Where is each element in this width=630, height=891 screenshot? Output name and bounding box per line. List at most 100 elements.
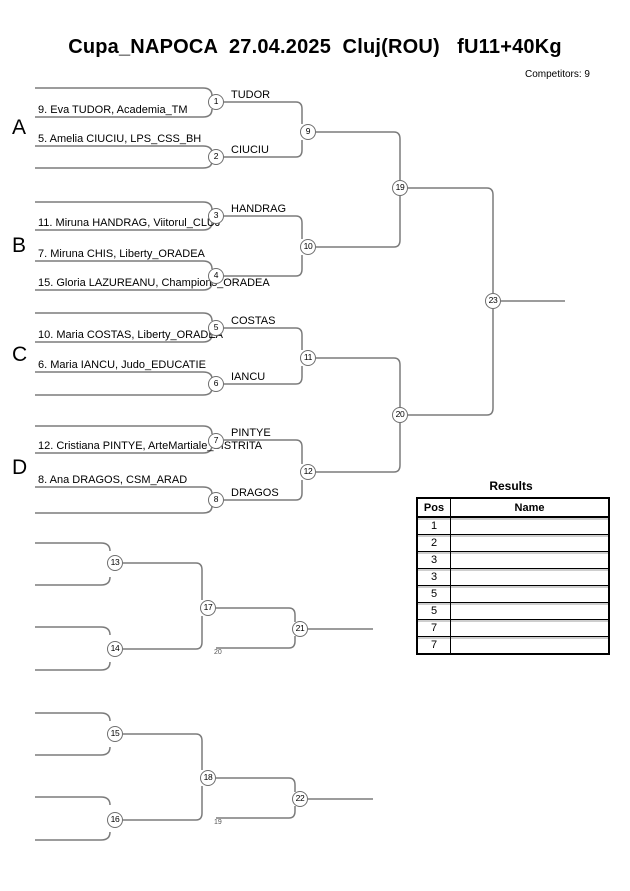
result-pos: 1	[416, 516, 451, 535]
bracket-line	[35, 425, 213, 435]
match-circle: 14	[107, 641, 123, 657]
bracket-line	[35, 661, 111, 671]
result-row: 3	[416, 568, 610, 586]
advancer-label: IANCU	[231, 371, 266, 383]
loser-feed-label: 19	[214, 819, 222, 826]
result-name	[450, 516, 610, 535]
page-title: Cupa_NAPOCA 27.04.2025 Cluj(ROU) fU11+40…	[68, 36, 562, 58]
advancer-label: COSTAS	[231, 315, 276, 327]
bracket-line	[35, 626, 111, 636]
bracket-line	[408, 309, 494, 416]
competitor-label: 5. Amelia CIUCIU, LPS_CSS_BH	[38, 133, 202, 145]
bracket-line	[316, 131, 401, 180]
match-circle: 12	[300, 464, 316, 480]
bracket-line	[224, 439, 303, 464]
match-circle: 22	[292, 791, 308, 807]
result-row: 7	[416, 619, 610, 637]
result-name	[450, 619, 610, 637]
match-circle: 18	[200, 770, 216, 786]
bracket-line	[316, 196, 401, 248]
result-name	[450, 551, 610, 569]
bracket-line	[224, 101, 303, 124]
result-row: 7	[416, 636, 610, 655]
bracket-line	[35, 387, 213, 396]
result-pos: 7	[416, 619, 451, 637]
bracket-line	[216, 777, 296, 792]
bracket-line	[35, 281, 213, 291]
match-circle: 3	[208, 208, 224, 224]
bracket-line	[35, 260, 213, 270]
bracket-line	[35, 87, 213, 97]
match-circle: 10	[300, 239, 316, 255]
results-title: Results	[489, 479, 533, 493]
bracket-line	[35, 108, 213, 118]
results-col-pos: Pos	[416, 497, 451, 518]
result-pos: 3	[416, 551, 451, 569]
competitors-count: Competitors: 9	[524, 69, 590, 80]
bracket-line	[35, 576, 111, 586]
competitor-label: 10. Maria COSTAS, Liberty_ORADEA	[38, 329, 224, 341]
bracket-line	[216, 636, 296, 649]
bracket-line	[35, 486, 213, 495]
result-pos: 5	[416, 585, 451, 603]
results-table: Pos Name 1 2 3 3 5	[416, 497, 610, 655]
bracket-line	[35, 746, 111, 756]
match-circle: 1	[208, 94, 224, 110]
result-name	[450, 585, 610, 603]
result-pos: 5	[416, 602, 451, 620]
bracket-line	[224, 327, 303, 350]
match-circle: 7	[208, 433, 224, 449]
bracket-line	[216, 806, 296, 819]
match-circle: 20	[392, 407, 408, 423]
result-name	[450, 602, 610, 620]
bracket-line	[224, 366, 303, 385]
match-circle: 17	[200, 600, 216, 616]
match-circle: 2	[208, 149, 224, 165]
advancer-label: DRAGOS	[231, 487, 279, 499]
bracket-line	[123, 733, 203, 770]
result-row: 5	[416, 602, 610, 620]
bracket-line	[35, 160, 213, 169]
results-header-row: Pos Name	[416, 497, 610, 518]
bracket-line	[123, 562, 203, 600]
match-circle: 15	[107, 726, 123, 742]
loser-feed-label: 20	[214, 649, 222, 656]
result-row: 2	[416, 534, 610, 552]
bracket-line	[35, 542, 111, 552]
bracket-line	[224, 140, 303, 158]
result-row: 3	[416, 551, 610, 569]
match-circle: 6	[208, 376, 224, 392]
match-circle: 9	[300, 124, 316, 140]
match-circle: 8	[208, 492, 224, 508]
result-row: 5	[416, 585, 610, 603]
bracket-line	[35, 831, 111, 841]
bracket-line	[216, 607, 296, 622]
bracket-line	[35, 221, 213, 231]
pool-letter-d: D	[12, 456, 28, 479]
bracket-line	[35, 505, 213, 514]
bracket-line	[316, 357, 401, 407]
advancer-label: CIUCIU	[231, 144, 269, 156]
match-circle: 13	[107, 555, 123, 571]
match-circle: 23	[485, 293, 501, 309]
result-name	[450, 636, 610, 655]
result-pos: 7	[416, 636, 451, 655]
bracket-line	[35, 312, 213, 322]
advancer-label: HANDRAG	[231, 203, 287, 215]
competitor-label: 7. Miruna CHIS, Liberty_ORADEA	[38, 248, 205, 260]
result-name	[450, 568, 610, 586]
results-col-name: Name	[450, 497, 610, 518]
bracket-line	[35, 712, 111, 722]
match-circle: 21	[292, 621, 308, 637]
match-circle: 5	[208, 320, 224, 336]
bracket-line	[224, 480, 303, 501]
result-pos: 3	[416, 568, 451, 586]
pool-letter-b: B	[12, 234, 27, 257]
competitor-label: 15. Gloria LAZUREANU, Champions_ORADEA	[38, 277, 270, 289]
competitor-label: 8. Ana DRAGOS, CSM_ARAD	[38, 474, 188, 486]
pool-letter-c: C	[12, 343, 28, 366]
competitor-label: 11. Miruna HANDRAG, Viitorul_CLUJ	[38, 217, 221, 229]
advancer-label: TUDOR	[231, 89, 271, 101]
bracket-line	[35, 333, 213, 343]
bracket-line	[123, 786, 203, 821]
